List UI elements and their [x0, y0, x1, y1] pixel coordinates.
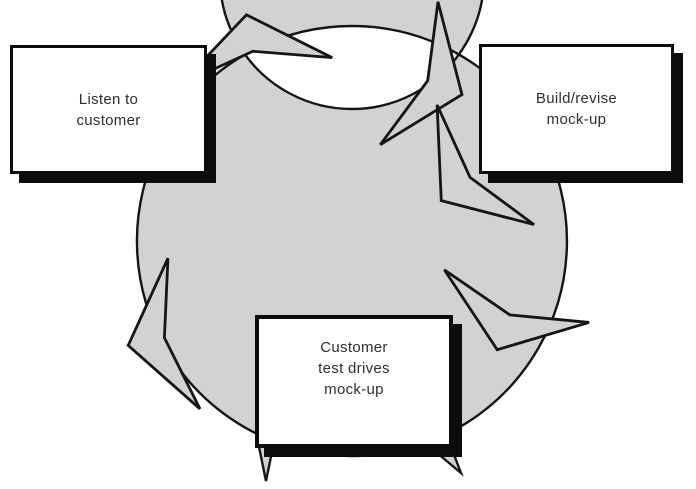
cycle-arrowhead-top-right	[379, 1, 464, 146]
node-test-label: Customer test drives mock-up	[318, 339, 390, 398]
node-listen-to-customer: Listen to customer	[10, 45, 207, 174]
cycle-arrowhead-bottom-right	[443, 268, 590, 352]
node-customer-test-drives-mockup: Customer test drives mock-up	[255, 315, 453, 448]
node-build-revise-mockup: Build/revise mock-up	[479, 44, 674, 174]
cycle-arrowhead-right	[435, 104, 535, 226]
cycle-arrowhead-bottom-left	[126, 257, 202, 410]
node-build-label: Build/revise mock-up	[535, 90, 618, 128]
cycle-ring-shapes	[126, 0, 590, 482]
node-listen-label: Listen to customer	[76, 90, 141, 129]
